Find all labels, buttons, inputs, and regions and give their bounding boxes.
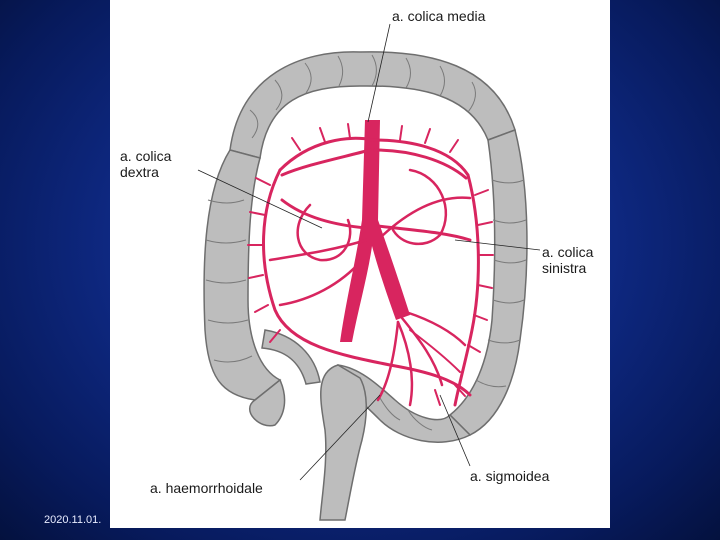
arteries <box>247 120 494 407</box>
ascending-colon <box>203 149 282 401</box>
colica-media-branch-left <box>280 148 372 177</box>
slide-date: 2020.11.01. <box>44 514 102 526</box>
label-sigmoidea: a. sigmoidea <box>470 468 550 484</box>
colica-media-branch-right <box>373 148 468 180</box>
label-colica-media: a. colica media <box>392 8 486 24</box>
sigmoidea-artery <box>404 310 467 347</box>
label-colica-sinistra-line1: a. colica <box>542 244 594 260</box>
colica-dextra-artery <box>280 198 368 230</box>
label-colica-dextra-line1: a. colica <box>120 148 172 164</box>
label-colica-dextra-line2: dextra <box>120 164 159 180</box>
label-haemorrhoidale: a. haemorrhoidale <box>150 480 263 496</box>
anatomy-figure-panel: a. colica media a. colica dextra a. coli… <box>110 0 610 528</box>
leader-colica-dextra <box>197 169 323 229</box>
leader-lines <box>197 23 541 481</box>
leader-colica-sinistra <box>454 239 541 251</box>
main-trunk <box>340 120 410 342</box>
haustra <box>205 54 527 431</box>
colica-sinistra-artery <box>376 224 472 242</box>
rectum <box>319 364 368 521</box>
leader-haemorrhoidale <box>299 394 381 481</box>
marginal-artery <box>262 168 472 397</box>
colon-artery-diagram <box>197 23 541 521</box>
leader-sigmoidea <box>439 394 471 467</box>
ileum-stub <box>261 329 321 385</box>
label-colica-sinistra-line2: sinistra <box>542 260 587 276</box>
caecum <box>248 378 286 427</box>
colon <box>203 51 528 521</box>
haemorrhoidale-artery <box>376 320 400 402</box>
leader-colica-media <box>367 23 391 123</box>
